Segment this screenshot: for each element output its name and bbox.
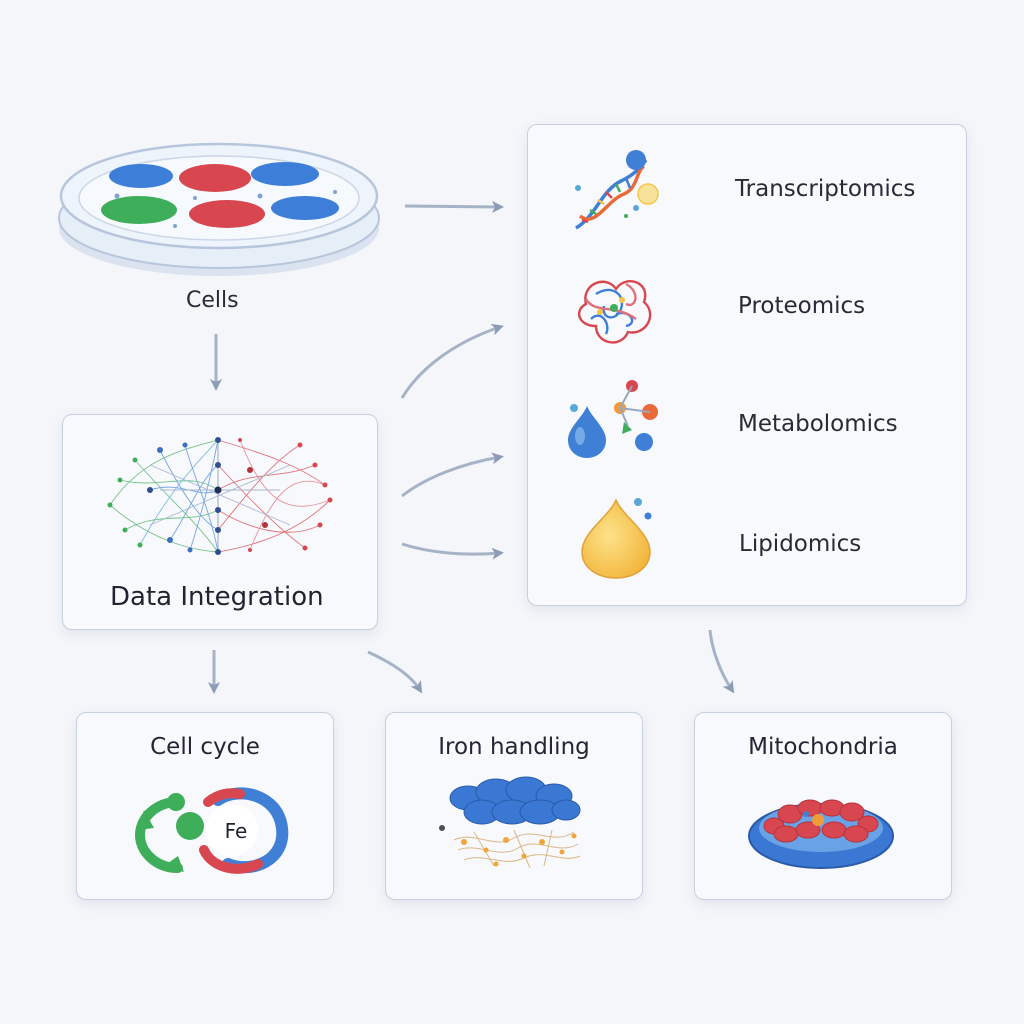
metabolite-molecule-icon	[568, 380, 658, 458]
blue-cell	[271, 196, 339, 220]
data-integration-label: Data Integration	[110, 582, 324, 612]
protein-fold-icon	[577, 280, 652, 344]
green-cell	[101, 196, 177, 224]
cell-cycle-label: Cell cycle	[150, 734, 260, 760]
arrow-integration-to-proteomics	[400, 323, 504, 399]
network-graph-icon	[107, 437, 333, 555]
cell-cycle-icon: Fe	[134, 787, 289, 874]
arrow-integration-to-iron	[367, 650, 423, 694]
mitochondrion-icon	[748, 799, 894, 869]
data-integration-panel	[62, 414, 378, 630]
fe-badge: Fe	[225, 819, 248, 843]
red-cell	[189, 200, 265, 228]
arrow-integration-to-lipidomics	[401, 542, 504, 560]
dna-helix-icon	[575, 150, 659, 230]
mitochondria-label: Mitochondria	[748, 734, 898, 760]
lipidomics-label: Lipidomics	[739, 531, 862, 557]
arrow-cells-to-transcriptomics	[404, 200, 504, 213]
metabolomics-label: Metabolomics	[738, 411, 898, 437]
lipid-droplet-icon	[581, 498, 652, 579]
arrow-integration-to-metabolomics	[401, 452, 504, 498]
proteomics-label: Proteomics	[738, 293, 866, 319]
iron-protein-icon	[439, 776, 581, 869]
cells-label: Cells	[186, 288, 239, 313]
blue-cell	[251, 162, 319, 186]
transcriptomics-label: Transcriptomics	[735, 176, 916, 202]
arrow-omics-to-mitochondria	[708, 629, 735, 694]
red-cell	[179, 164, 251, 192]
blue-cell	[109, 164, 173, 188]
iron-handling-label: Iron handling	[438, 734, 590, 760]
petri-dish-icon	[58, 142, 380, 276]
